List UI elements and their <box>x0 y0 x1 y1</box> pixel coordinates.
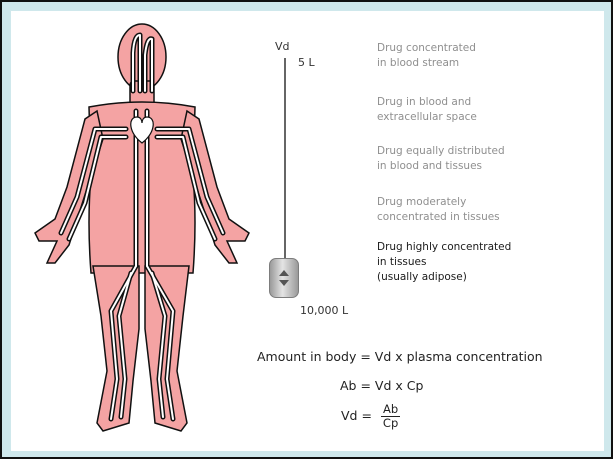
equation-vd-denominator: Cp <box>381 417 400 430</box>
equation-vd: Vd = Ab Cp <box>341 403 400 430</box>
description-high-tissues: Drug highly concentrated in tissues (usu… <box>377 240 577 285</box>
vd-min-label: 5 L <box>298 56 315 69</box>
description-equal-distribution: Drug equally distributed in blood and ti… <box>377 144 577 174</box>
description-extracellular: Drug in blood and extracellular space <box>377 95 577 125</box>
equation-vd-lhs: Vd = <box>341 408 372 423</box>
human-body-figure <box>11 11 271 451</box>
vd-max-label: 10,000 L <box>300 304 348 317</box>
equation-vd-numerator: Ab <box>381 403 400 417</box>
up-down-arrows-icon <box>278 269 290 287</box>
vd-slider-handle[interactable] <box>269 258 299 298</box>
equation-vd-fraction: Ab Cp <box>381 403 400 430</box>
content-panel: Vd 5 L 10,000 L Drug concentrated in blo… <box>11 11 604 451</box>
description-moderate-tissues: Drug moderately concentrated in tissues <box>377 195 577 225</box>
description-blood-stream: Drug concentrated in blood stream <box>377 41 577 71</box>
equation-ab: Ab = Vd x Cp <box>340 378 423 393</box>
equation-amount-in-body: Amount in body = Vd x plasma concentrati… <box>257 349 543 364</box>
vd-scale-label: Vd <box>275 40 290 53</box>
